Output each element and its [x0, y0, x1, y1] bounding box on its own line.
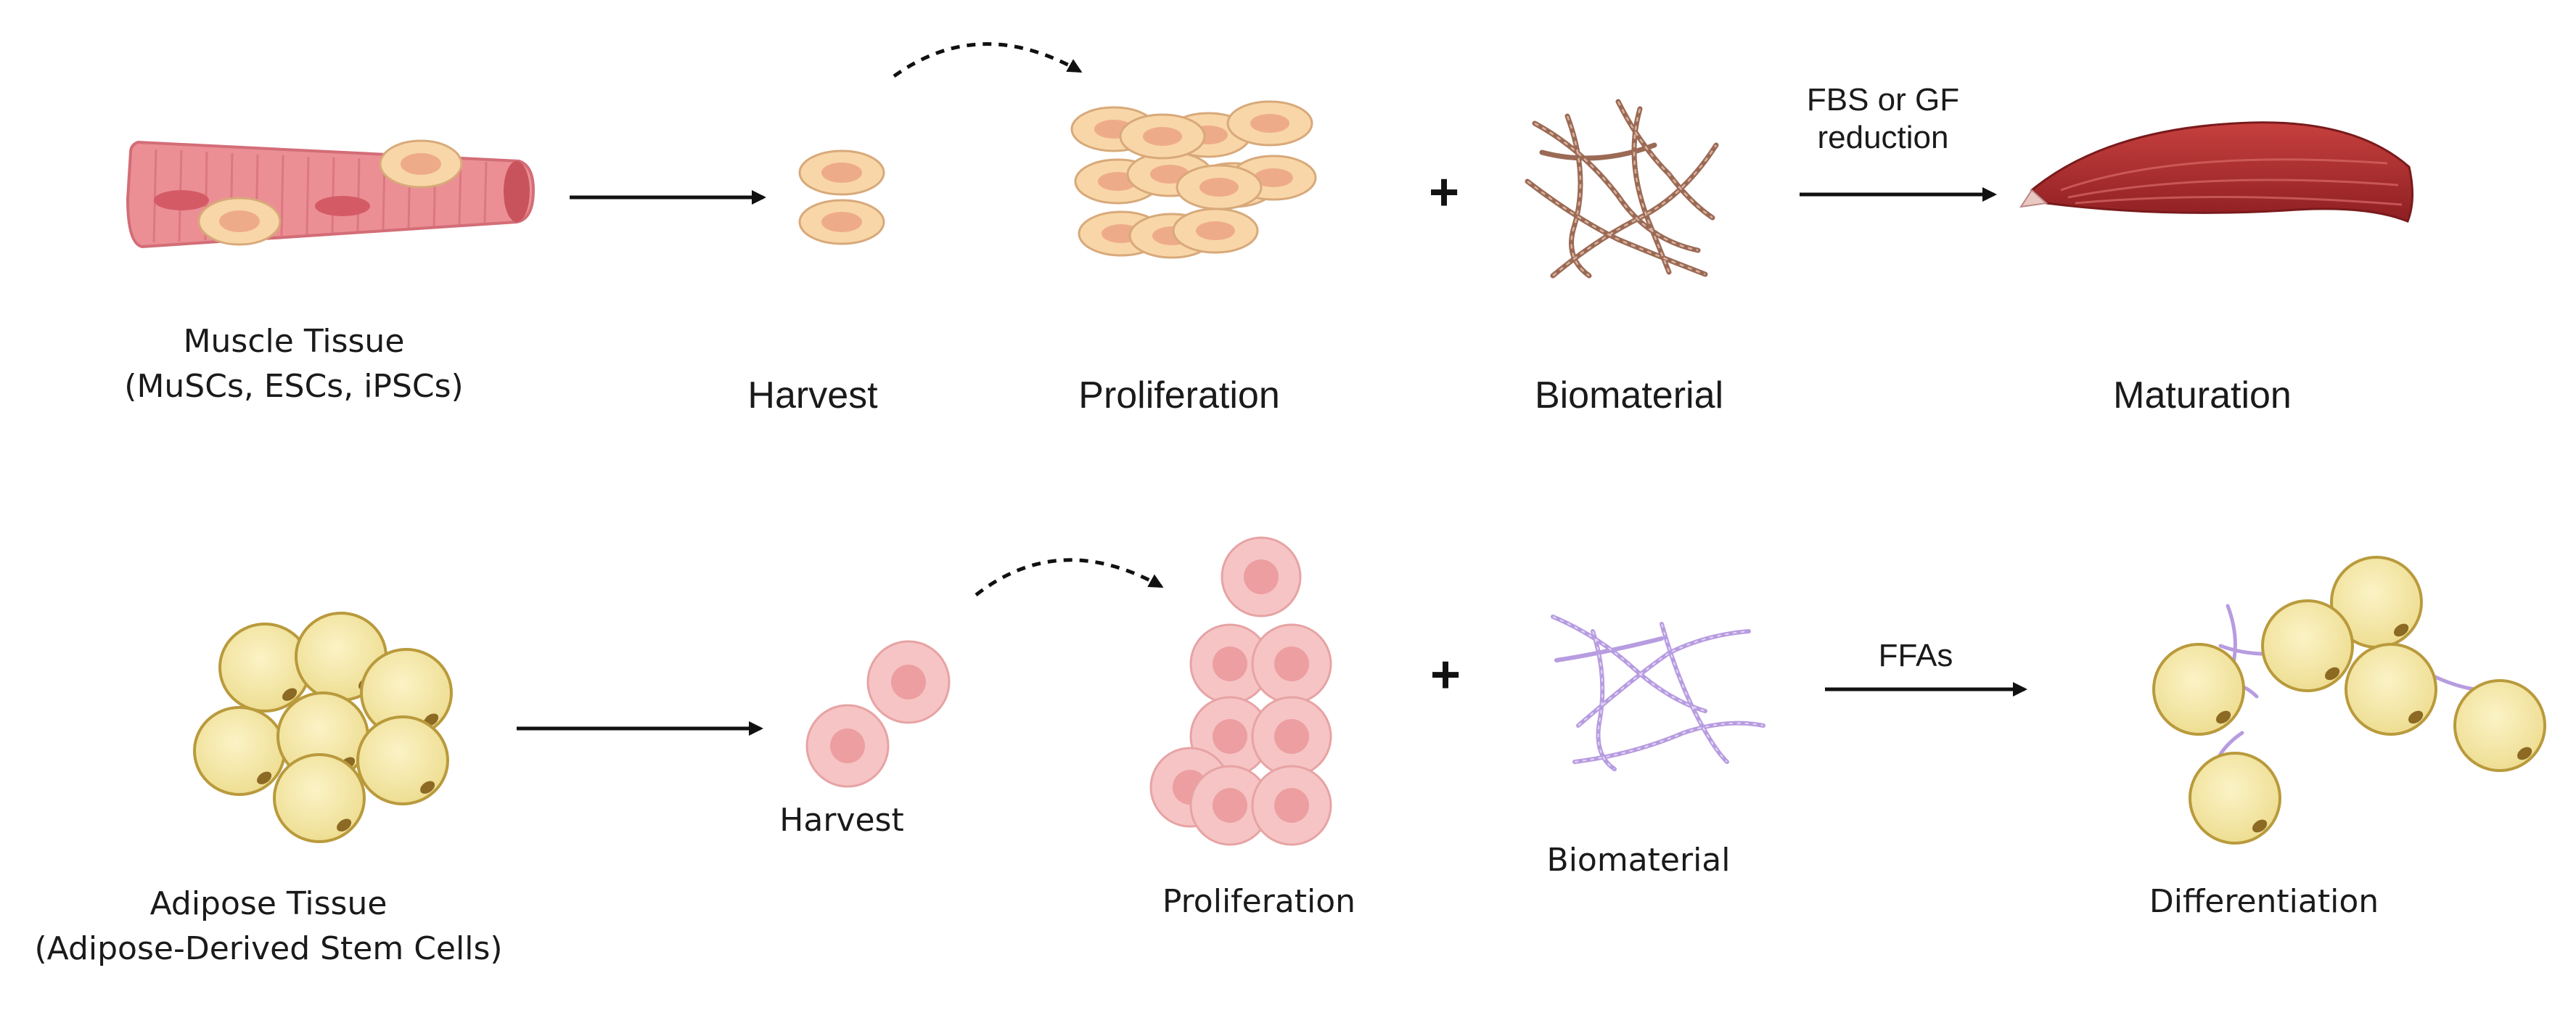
maturation-arrow-note-line1: FBS or GF — [1806, 82, 1960, 118]
adipocyte — [356, 715, 449, 805]
stem-harvest-cells-icon — [805, 640, 951, 788]
adipocyte — [2189, 752, 2281, 845]
purple-scaffold-icon — [1551, 615, 1765, 771]
adipose-tissue-title: Adipose Tissue — [149, 885, 387, 922]
maturation-arrow-note: FBS or GF reduction — [1807, 81, 1959, 157]
muscle-tissue-label: Muscle Tissue (MuSCs, ESCs, iPSCs) — [124, 319, 463, 409]
stem-cell — [1189, 765, 1271, 846]
muscle-tissue-title: Muscle Tissue — [183, 323, 405, 360]
dashed-arrow-proliferation-adipose — [975, 558, 1164, 596]
muscle-proliferation-cells-icon — [1070, 100, 1317, 259]
stem-proliferation-cells-icon — [1149, 536, 1332, 846]
differentiation-arrow-note: FFAs — [1878, 638, 1953, 673]
adipocyte — [273, 753, 366, 843]
stem-cell — [1251, 696, 1332, 777]
dashed-arrow-proliferation-muscle — [893, 42, 1083, 78]
stem-cell — [1251, 765, 1332, 846]
mature-muscle-icon — [2019, 121, 2414, 223]
adipose-harvest-label: Harvest — [779, 802, 904, 839]
muscle-tissue-subtitle: (MuSCs, ESCs, iPSCs) — [124, 368, 464, 405]
adipose-tissue-label: Adipose Tissue (Adipose-Derived Stem Cel… — [34, 882, 502, 972]
stem-cell — [1251, 623, 1332, 705]
maturation-arrow-note-line2: reduction — [1817, 120, 1949, 155]
stem-cell — [1221, 536, 1302, 617]
adipose-plus-sign: + — [1429, 646, 1461, 704]
differentiated-adipocytes-icon — [2152, 556, 2546, 845]
muscle-harvest-cells-icon — [798, 149, 885, 245]
muscle-cell — [1119, 113, 1206, 160]
adipocyte — [2152, 643, 2245, 736]
muscle-plus-sign: + — [1428, 163, 1460, 221]
adipose-biomaterial-label: Biomaterial — [1546, 842, 1731, 879]
muscle-harvest-label: Harvest — [747, 374, 878, 416]
muscle-biomaterial-label: Biomaterial — [1534, 374, 1724, 416]
adipocyte — [2453, 679, 2546, 772]
adipocyte — [2261, 599, 2354, 692]
maturation-label: Maturation — [2113, 374, 2292, 416]
brown-scaffold-icon — [1525, 99, 1719, 279]
adipose-tissue-icon — [193, 612, 453, 843]
differentiation-label: Differentiation — [2149, 883, 2379, 920]
adipose-tissue-subtitle: (Adipose-Derived Stem Cells) — [34, 930, 503, 967]
muscle-cell — [1172, 208, 1259, 254]
muscle-proliferation-label: Proliferation — [1078, 374, 1280, 416]
muscle-cell — [1176, 164, 1263, 210]
muscle-fiber-icon — [126, 139, 536, 249]
adipose-proliferation-label: Proliferation — [1162, 883, 1356, 920]
adipocyte — [193, 706, 286, 796]
muscle-cell — [1226, 100, 1313, 147]
adipocyte — [2345, 643, 2437, 736]
